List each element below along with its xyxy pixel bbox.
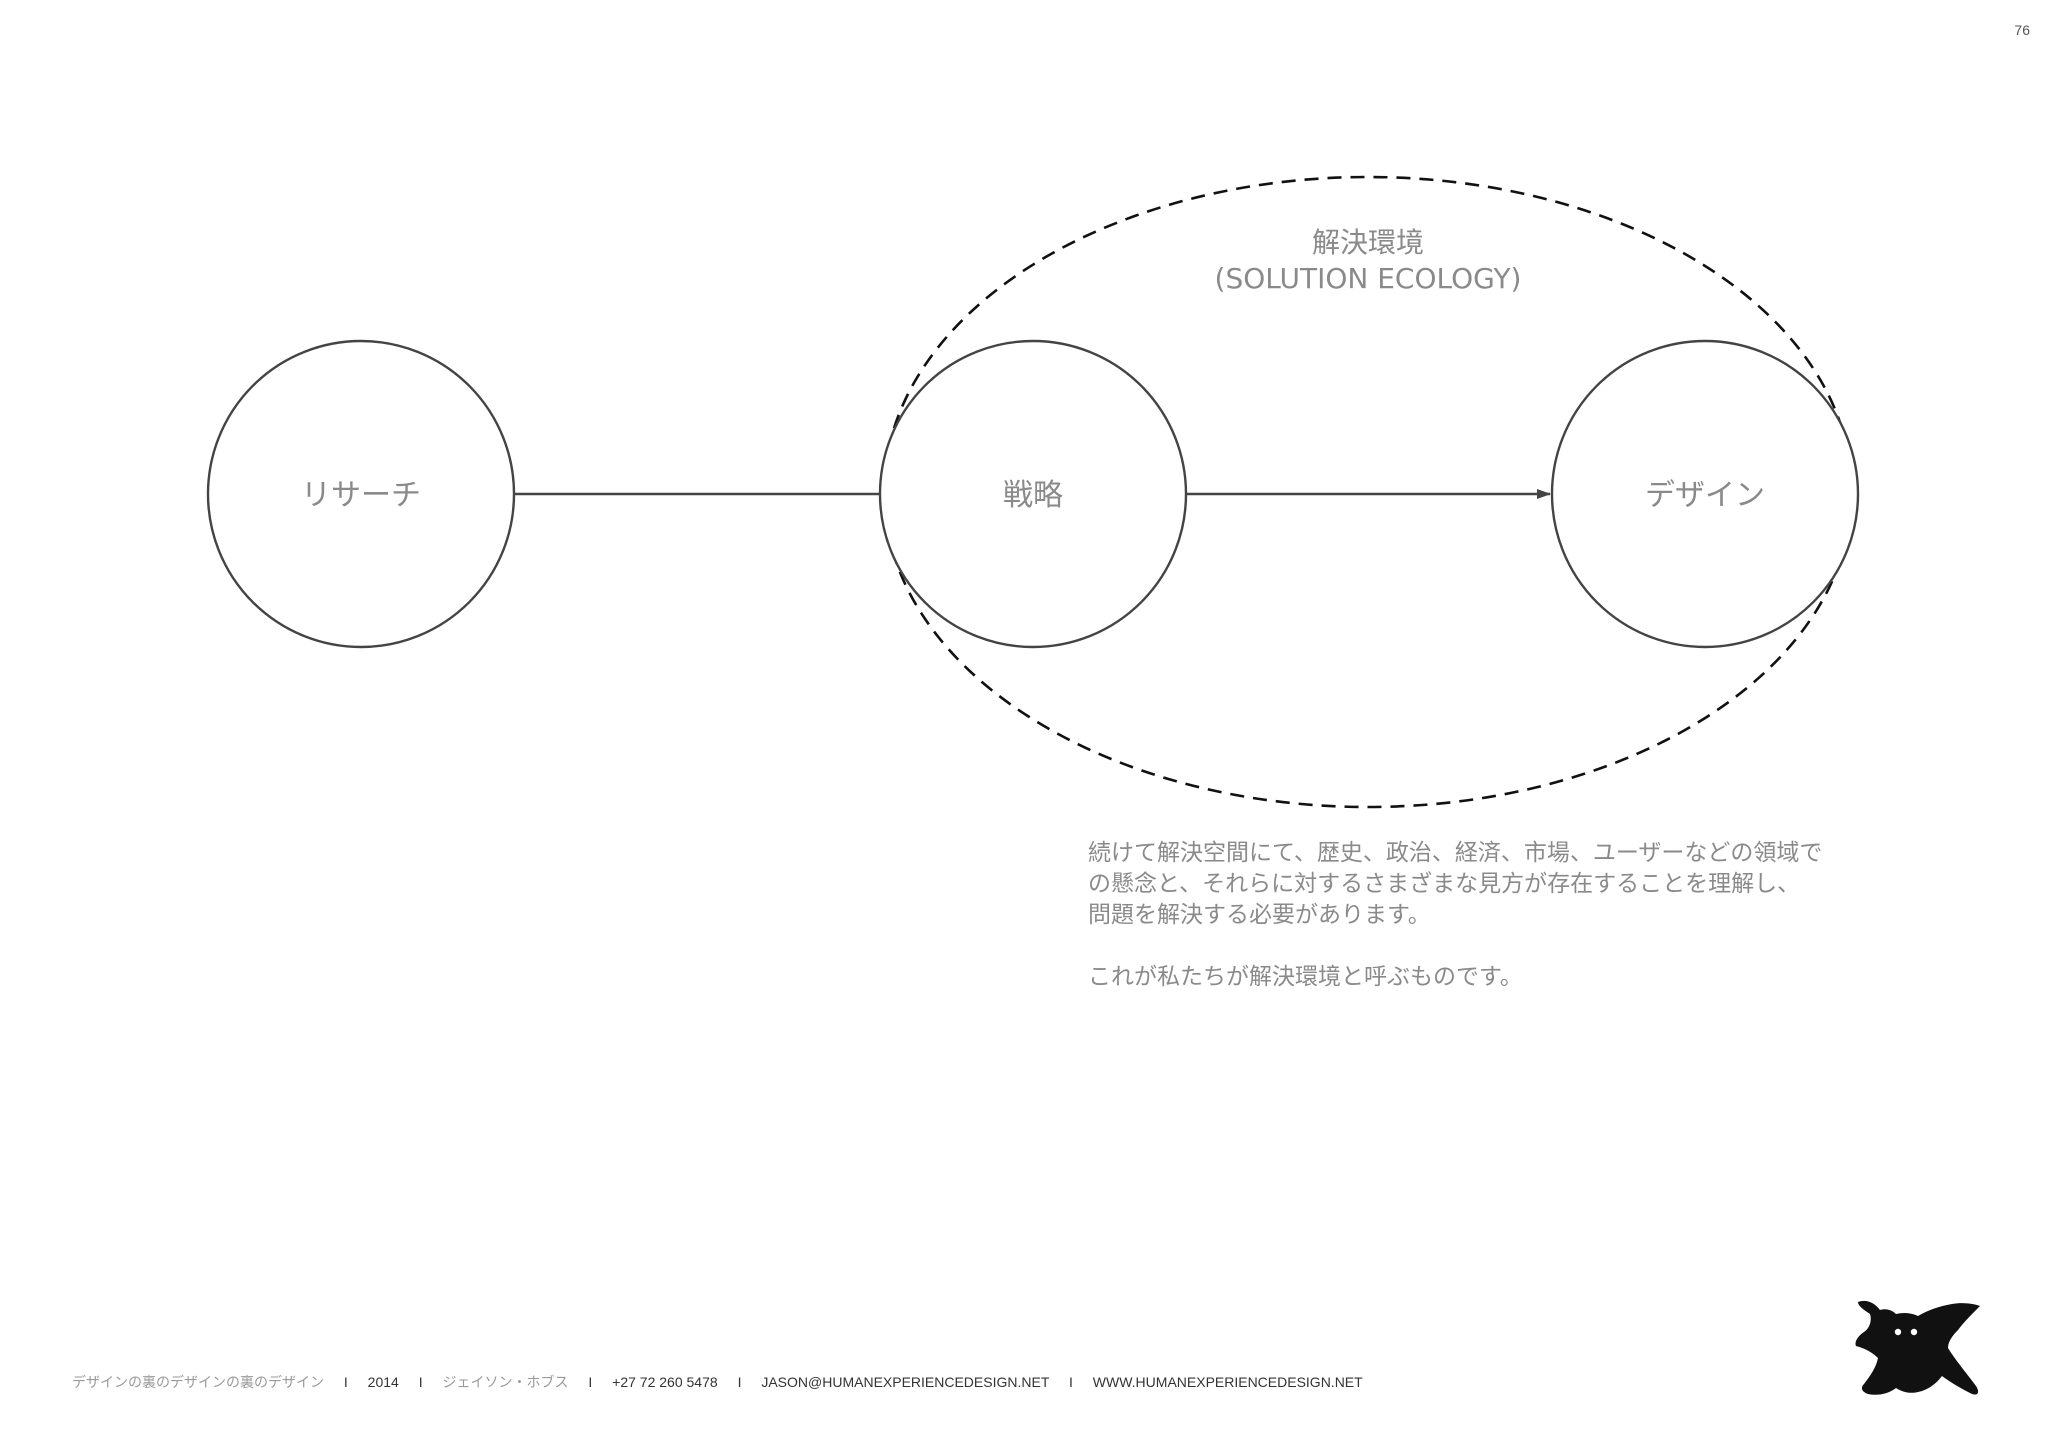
solution-ecology-label-en: (SOLUTION ECOLOGY) [1215, 262, 1522, 295]
footer-separator: I [1069, 1374, 1073, 1390]
hxd-logo-icon [1855, 1300, 1980, 1395]
footer: デザインの裏のデザインの裏のデザイン I 2014 I ジェイソン・ホブス I … [72, 1372, 1363, 1392]
footer-separator: I [737, 1374, 742, 1390]
footer-email[interactable]: JASON@HUMANEXPERIENCEDESIGN.NET [761, 1374, 1050, 1390]
footer-website[interactable]: WWW.HUMANEXPERIENCEDESIGN.NET [1092, 1374, 1363, 1390]
design-node [1550, 339, 1860, 649]
page-number: 76 [2014, 22, 2030, 38]
footer-separator: I [418, 1374, 423, 1390]
footer-author: ジェイソン・ホブス [442, 1374, 569, 1390]
footer-separator: I [343, 1374, 348, 1390]
footer-phone: +27 72 260 5478 [612, 1374, 718, 1390]
footer-separator: I [588, 1374, 593, 1390]
research-node-label: リサーチ [301, 478, 421, 513]
description-paragraph-1: 続けて解決空間にて、歴史、政治、経済、市場、ユーザーなどの領域で の懸念と、それ… [1088, 840, 1823, 928]
description-paragraph-2: これが私たちが解決環境と呼ぶものです。 [1088, 964, 1523, 990]
footer-year: 2014 [367, 1374, 399, 1390]
solution-ecology-label-ja: 解決環境 [1312, 226, 1424, 259]
strategy-node-label: 戦略 [1003, 478, 1063, 513]
design-node-label: デザイン [1645, 478, 1765, 513]
footer-title: デザインの裏のデザインの裏のデザイン [72, 1374, 324, 1390]
description-text: 続けて解決空間にて、歴史、政治、経済、市場、ユーザーなどの領域で の懸念と、それ… [1088, 838, 1848, 1024]
